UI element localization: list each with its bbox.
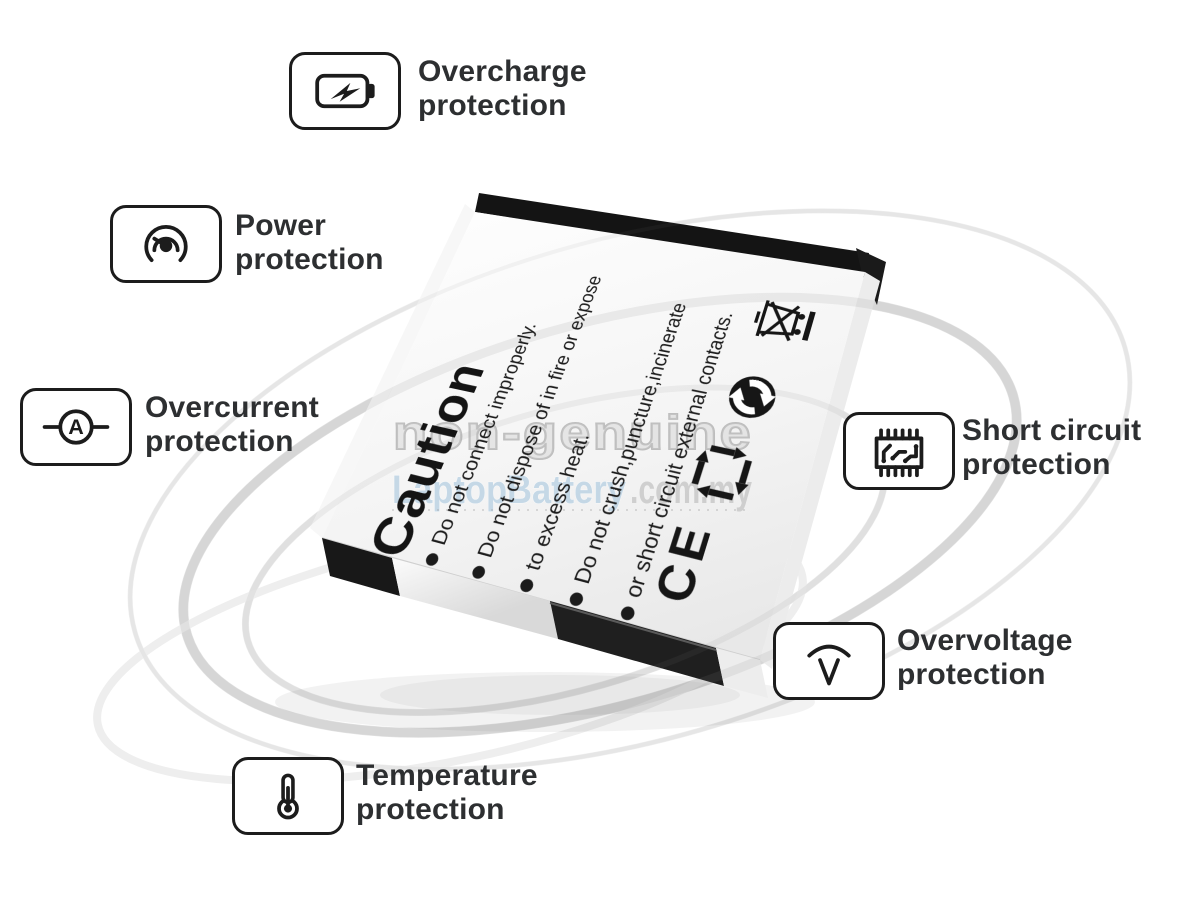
gauge-icon (144, 225, 188, 263)
battery-body (310, 193, 886, 698)
callout-line2: protection (235, 243, 384, 276)
callout-overcurrent: A Overcurrent protection (20, 388, 319, 466)
square-recycle-icon (685, 440, 758, 506)
battery-label-face (322, 212, 865, 660)
overcharge-icon-box (289, 52, 401, 130)
callout-temperature: Temperature protection (232, 757, 538, 835)
callout-label: Power protection (235, 209, 384, 277)
callout-line1: Short circuit (962, 414, 1142, 447)
callout-label: Overvoltage protection (897, 624, 1073, 692)
callout-line2: protection (897, 658, 1046, 691)
callout-line2: protection (418, 89, 567, 122)
weee-crossed-bin-icon (743, 294, 816, 350)
callout-overcharge: Overcharge protection (289, 52, 587, 130)
callout-label: Overcharge protection (418, 55, 587, 123)
thermometer-icon (277, 773, 299, 820)
bullet-dot (423, 551, 441, 568)
callout-line2: protection (962, 448, 1111, 481)
svg-text:A: A (68, 415, 84, 439)
overvoltage-icon-box (773, 622, 885, 700)
callout-line1: Temperature (356, 759, 538, 792)
bullet-dot (518, 577, 536, 594)
overcurrent-icon-box: A (20, 388, 132, 466)
callout-line1: Power (235, 209, 327, 242)
callout-overvoltage: Overvoltage protection (773, 622, 1072, 700)
callout-label: Overcurrent protection (145, 391, 319, 459)
voltage-arc-icon (807, 644, 851, 686)
callout-label: Short circuit protection (962, 414, 1141, 482)
battery-bolt-icon (315, 73, 375, 109)
callout-label: Temperature protection (356, 759, 538, 827)
ammeter-icon: A (42, 409, 110, 445)
battery-bottom-contacts (322, 538, 768, 698)
battery-left-side (310, 204, 475, 538)
bullet-dot (619, 605, 637, 622)
battery-shadow (275, 672, 815, 732)
battery-right-side (760, 272, 880, 669)
callout-line1: Overcharge (418, 55, 587, 88)
temperature-icon-box (232, 757, 344, 835)
callout-short-circuit: Short circuit protection (843, 412, 1141, 490)
power-icon-box (110, 205, 222, 283)
callout-line2: protection (356, 793, 505, 826)
callout-line1: Overcurrent (145, 391, 319, 424)
short-circuit-icon-box (843, 412, 955, 490)
green-dot-recycle-icon (719, 369, 784, 425)
circuit-chip-icon (874, 428, 924, 478)
bullet-dot (567, 591, 585, 608)
battery-top-cap (475, 193, 869, 275)
bullet-dot (470, 564, 487, 581)
callout-power: Power protection (110, 205, 383, 283)
callout-line1: Overvoltage (897, 624, 1073, 657)
callout-line2: protection (145, 425, 294, 458)
